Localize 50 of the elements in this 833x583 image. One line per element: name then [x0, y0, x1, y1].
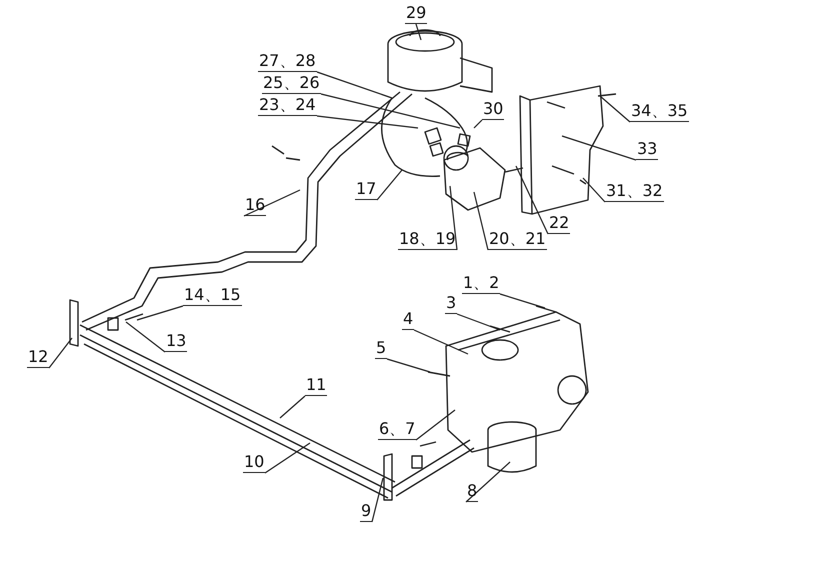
- callout-number: 6、7: [378, 420, 416, 440]
- callout-number: 1、2: [462, 274, 500, 294]
- callout-number: 5: [375, 339, 388, 359]
- leader-line: [416, 410, 456, 440]
- leader-line: [562, 135, 636, 161]
- leader-line: [371, 478, 384, 522]
- callout-number: 20、21: [488, 230, 547, 250]
- leader-line: [582, 178, 606, 202]
- callout-number: 17: [355, 180, 378, 200]
- leader-line: [414, 329, 468, 355]
- callout-number: 8: [466, 482, 478, 502]
- callout-number: 4: [402, 310, 414, 330]
- leader-line: [48, 338, 72, 368]
- leader-line: [466, 462, 510, 502]
- leader-line: [316, 71, 392, 99]
- callout-number: 16: [244, 196, 266, 216]
- callout-number: 10: [243, 453, 266, 473]
- callout-number: 13: [165, 332, 188, 352]
- leader-line: [264, 442, 310, 474]
- callout-number: 30: [482, 100, 504, 120]
- leader-line: [600, 96, 630, 122]
- leader-line: [500, 293, 546, 309]
- callout-number: 34、35: [630, 102, 689, 122]
- leader-line: [415, 24, 422, 40]
- callout-number: 14、15: [183, 286, 242, 306]
- leader-line: [449, 186, 458, 250]
- callout-number: 9: [360, 502, 372, 522]
- callout-number: 12: [27, 348, 50, 368]
- leader-line: [386, 358, 430, 373]
- callout-number: 25、26: [262, 74, 321, 94]
- callout-number: 22: [548, 214, 570, 234]
- leader-line: [320, 93, 460, 129]
- callout-number: 18、19: [398, 230, 457, 250]
- callout-number: 3: [445, 294, 458, 314]
- leader-line: [474, 120, 482, 128]
- callout-number: 23、24: [258, 96, 317, 116]
- leader-line: [473, 192, 489, 250]
- leader-line: [280, 396, 306, 418]
- callout-number: 11: [305, 376, 328, 396]
- leader-line: [244, 189, 300, 217]
- leader-line: [316, 115, 418, 129]
- callout-number: 27、28: [258, 52, 317, 72]
- leader-line: [376, 170, 402, 200]
- callout-number: 29: [405, 4, 428, 24]
- callout-number: 33: [636, 140, 658, 160]
- leader-line: [456, 313, 500, 331]
- leader-line: [515, 166, 549, 234]
- callout-number: 31、32: [605, 182, 664, 202]
- leader-line: [136, 305, 184, 321]
- leader-line: [126, 322, 166, 352]
